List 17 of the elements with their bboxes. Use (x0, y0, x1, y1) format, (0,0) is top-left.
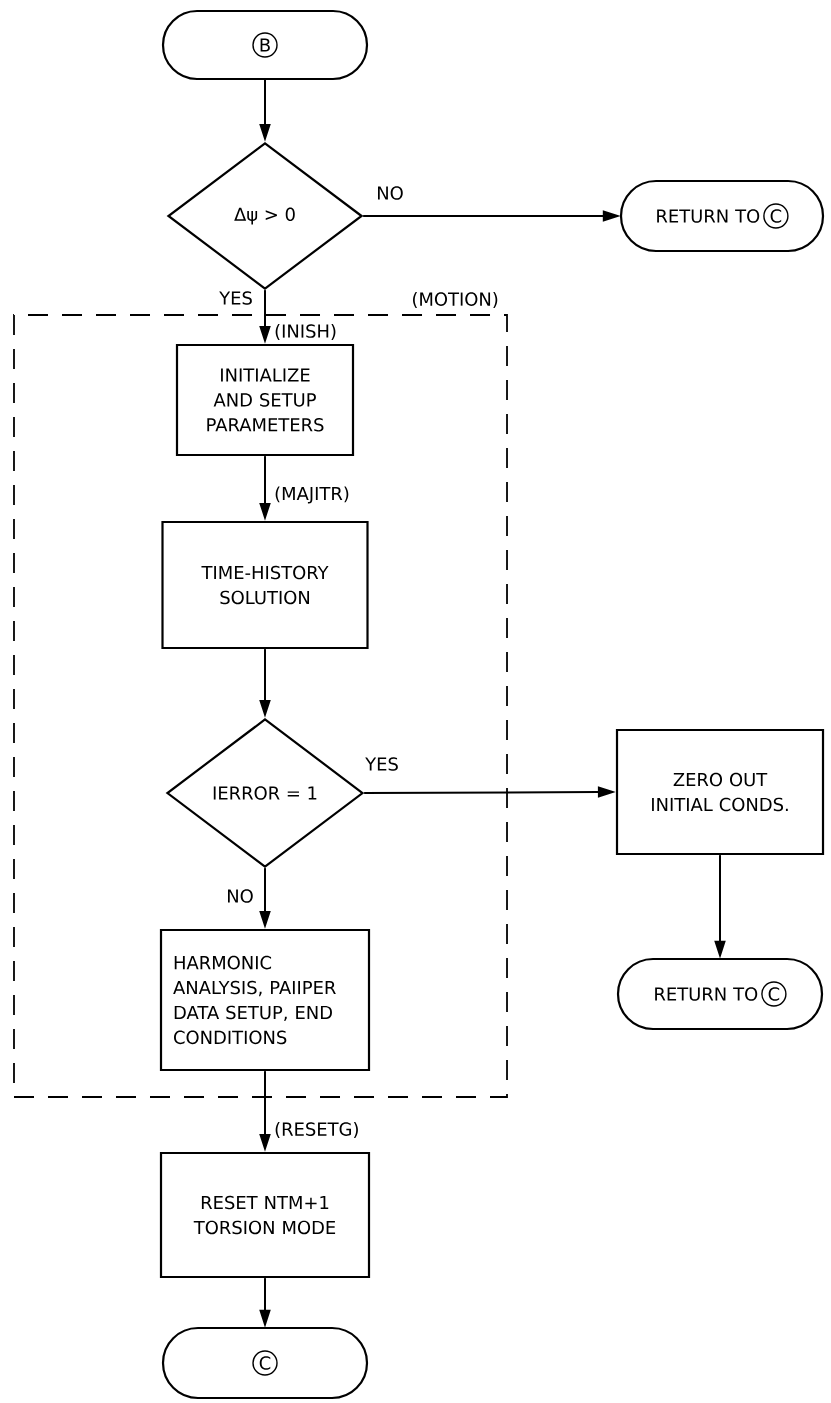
terminal: B (161, 9, 369, 81)
process-box: HARMONIC ANALYSIS, PAIIPER DATA SETUP, END CONDITIONS (159, 928, 371, 1072)
edge-label: YES (364, 756, 400, 772)
subroutine-label: (MAJITR) (275, 486, 349, 504)
edge-label: YES (218, 290, 254, 306)
subroutine-label: (INISH) (275, 324, 336, 340)
process-box: TIME-HISTORY SOLUTION (161, 520, 369, 650)
edge-label: NO (375, 185, 405, 201)
terminal: C (161, 1326, 369, 1400)
node-label: (MOTION) (413, 292, 498, 308)
terminal: RETURN TO C (619, 179, 825, 253)
process-box: ZERO OUT INITIAL CONDS. (615, 728, 825, 856)
terminal: RETURN TO C (616, 957, 824, 1031)
edge-label: NO (225, 888, 255, 904)
process-box: RESET NTM+1 TORSION MODE (159, 1151, 371, 1279)
process-box: INITIALIZE AND SETUP PARAMETERS (175, 343, 355, 457)
subroutine-label: (RESETG) (275, 1122, 358, 1138)
